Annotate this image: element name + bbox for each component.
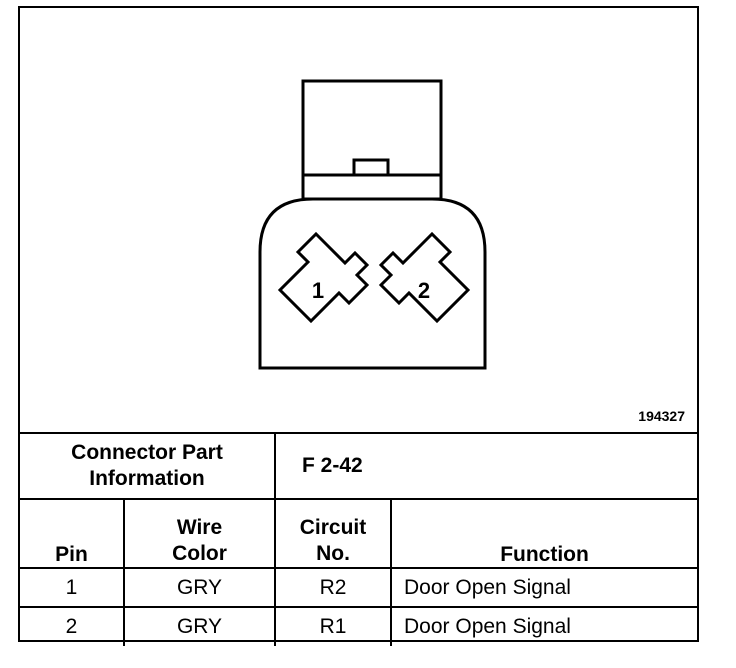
row-2-circuit-no: R1 — [274, 606, 393, 646]
figure-id: 194327 — [638, 408, 685, 424]
row-1-pin: 1 — [20, 567, 125, 608]
connector-diagram: 1 2 — [258, 79, 487, 370]
header-wire-color: Wire Color — [122, 498, 277, 569]
connector-info-table: Connector Part Information F 2-42 Pin Wi… — [20, 432, 698, 646]
table-row: 2 GRY R1 Door Open Signal — [20, 606, 698, 646]
table-header-row: Pin Wire Color Circuit No. Function — [20, 498, 698, 569]
part-info-row: Connector Part Information F 2-42 — [20, 432, 698, 500]
row-1-circuit-no: R2 — [274, 567, 393, 608]
part-info-label: Connector Part Information — [20, 432, 277, 500]
row-2-function: Door Open Signal — [390, 606, 698, 646]
pin-2-label: 2 — [418, 278, 430, 303]
header-wire-color-text: Wire Color — [172, 516, 227, 565]
row-2-wire-color: GRY — [122, 606, 277, 646]
part-info-value: F 2-42 — [274, 432, 698, 500]
row-1-wire-color: GRY — [122, 567, 277, 608]
latch-tab — [352, 158, 390, 177]
header-function: Function — [390, 498, 698, 569]
terminal-cavity-2 — [378, 231, 471, 324]
header-pin: Pin — [20, 498, 125, 569]
header-circuit-no: Circuit No. — [274, 498, 393, 569]
pin-1-label: 1 — [312, 278, 324, 303]
row-2-pin: 2 — [20, 606, 125, 646]
row-1-function: Door Open Signal — [390, 567, 698, 608]
connector-latch-housing — [301, 79, 443, 201]
table-row: 1 GRY R2 Door Open Signal — [20, 567, 698, 608]
header-circuit-no-text: Circuit No. — [299, 516, 367, 565]
connector-end-view-frame: 1 2 194327 Connector Part Information F … — [18, 6, 699, 646]
terminal-cavity-1 — [277, 231, 370, 324]
